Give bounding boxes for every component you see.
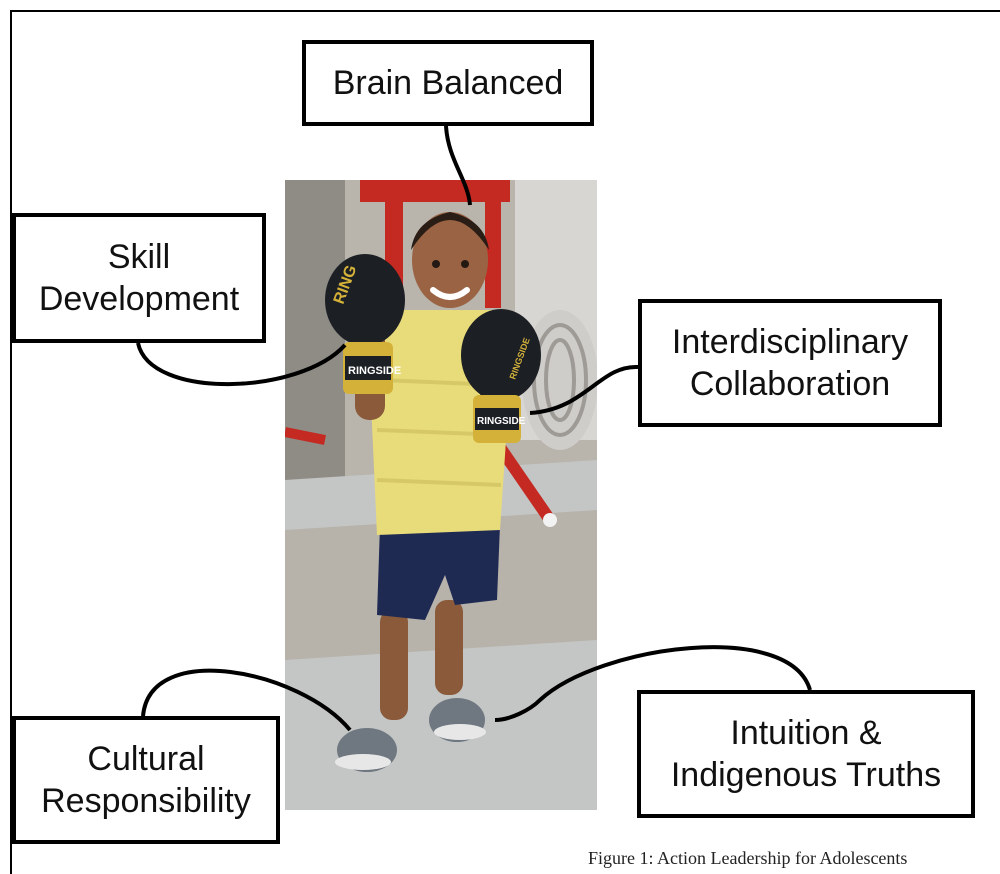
page-border-left — [10, 10, 12, 874]
label-box-skill-development: Skill Development — [12, 213, 266, 343]
label-cultural-responsibility: Cultural Responsibility — [41, 740, 251, 820]
label-skill-development: Skill Development — [38, 238, 240, 318]
photo-boy-with-boxing-gloves: RING RINGSIDE RINGSIDE RINGSIDE — [285, 180, 597, 810]
label-box-intuition-indigenous-truths: Intuition & Indigenous Truths — [637, 690, 975, 818]
label-box-interdisciplinary-collaboration: Interdisciplinary Collaboration — [638, 299, 942, 427]
glove-cuff-text: RINGSIDE — [477, 416, 526, 427]
glove-cuff-text: RINGSIDE — [348, 365, 401, 377]
label-box-brain-balanced: Brain Balanced — [302, 40, 594, 126]
label-intuition-indigenous-truths: Intuition & Indigenous Truths — [670, 714, 942, 794]
label-box-cultural-responsibility: Cultural Responsibility — [12, 716, 280, 844]
figure-caption: Figure 1: Action Leadership for Adolesce… — [588, 848, 908, 868]
label-brain-balanced: Brain Balanced — [332, 64, 564, 102]
label-interdisciplinary-collaboration: Interdisciplinary Collaboration — [671, 323, 909, 403]
page-border-top — [12, 10, 1000, 12]
